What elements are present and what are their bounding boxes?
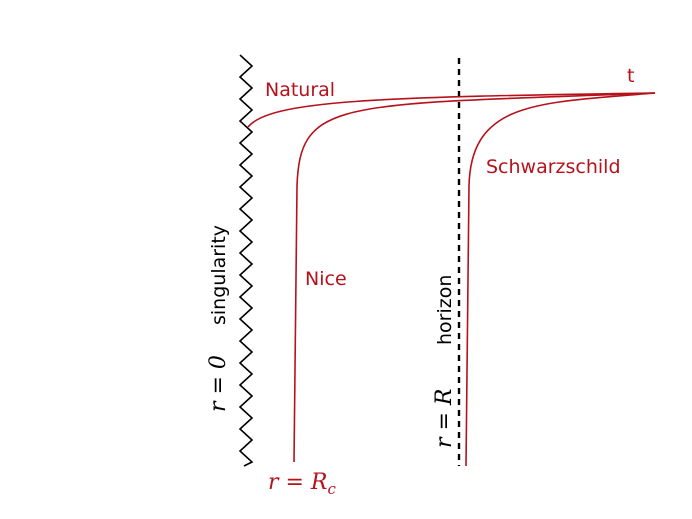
singularity-zigzag [238, 54, 254, 467]
horizon-label: horizon [434, 275, 456, 345]
natural-curve [247, 92, 656, 128]
schwarzschild-label: Schwarzschild [486, 156, 621, 178]
r-equals-rc-subscript: c [328, 480, 337, 498]
nice-label: Nice [305, 268, 347, 290]
r-equals-rc-main: r = R [268, 470, 328, 495]
nice-curve [293, 92, 656, 463]
r-equals-rc-label: r = Rc [268, 470, 337, 498]
singularity-label: singularity [208, 225, 230, 325]
schwarzschild-curve [465, 92, 656, 467]
t-label: t [627, 65, 634, 87]
r-equals-zero-label: r = 0 [206, 355, 231, 412]
natural-label: Natural [265, 79, 335, 101]
r-equals-r-label: r = R [432, 388, 457, 448]
